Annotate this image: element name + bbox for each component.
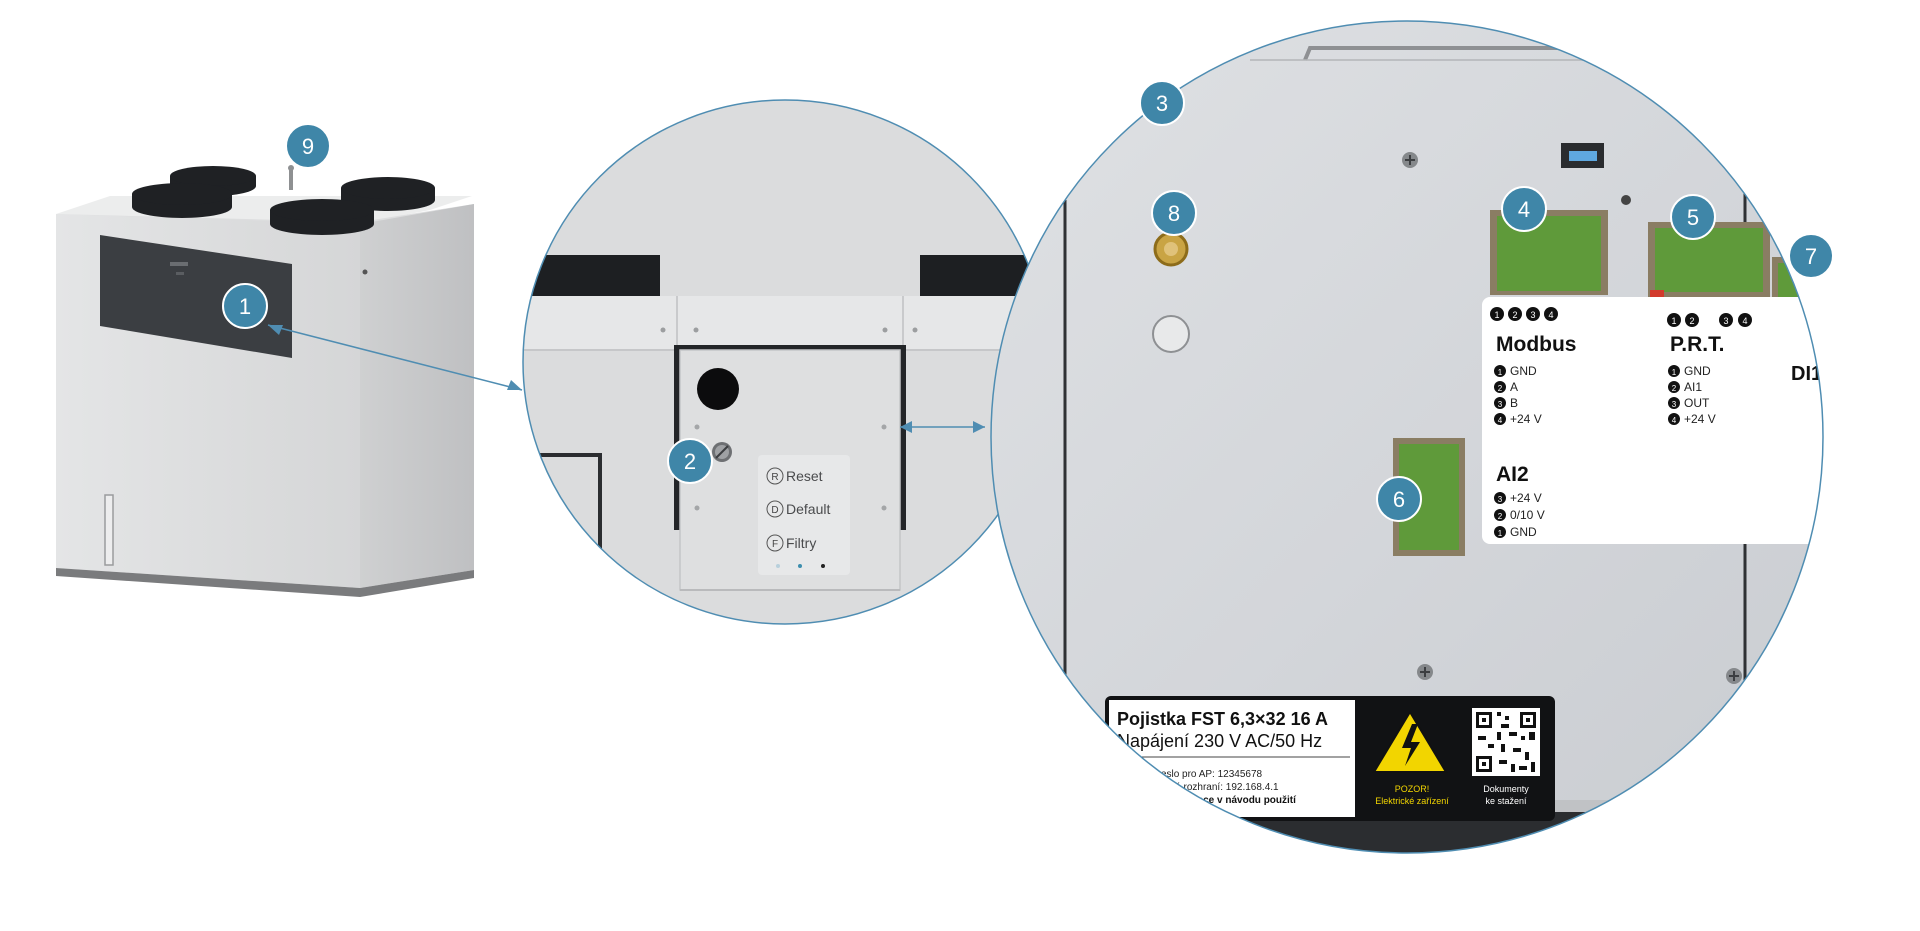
callout-5: 5: [1670, 194, 1716, 240]
svg-text:2: 2: [1498, 384, 1503, 393]
svg-text:3: 3: [1156, 91, 1168, 116]
callout-4: 4: [1501, 186, 1547, 232]
reset-label: Reset: [786, 468, 823, 484]
modbus-pin-3: B: [1510, 396, 1518, 410]
cable-gland: [1152, 315, 1190, 353]
warning-triangle-icon: [1372, 710, 1448, 773]
callout-badges: 1 2 3 4 5 6 7 8: [222, 80, 1834, 522]
filters-label: Filtry: [786, 535, 816, 551]
ai2-pin-3: +24 V: [1510, 491, 1542, 505]
ai2-title: AI2: [1496, 463, 1529, 486]
unit-side: [360, 204, 474, 588]
status-leds: [776, 564, 825, 568]
prt-terminal: [1648, 222, 1770, 297]
reset-control[interactable]: R Reset: [766, 467, 823, 485]
port-hole: [697, 368, 739, 410]
connector-arrows: [267, 324, 985, 433]
default-letter: D: [771, 505, 778, 516]
svg-text:6: 6: [1393, 487, 1405, 512]
modbus-title: Modbus: [1496, 333, 1576, 356]
zoom-circle-front: R Reset D Default F Filtry: [522, 99, 1048, 625]
default-control[interactable]: D Default: [766, 500, 830, 518]
prt-pin-1: GND: [1684, 364, 1711, 378]
svg-text:1: 1: [1498, 368, 1503, 377]
modbus-pin-4: +24 V: [1510, 412, 1542, 426]
wiring-label: [1482, 297, 1823, 544]
lightning-icon: [1402, 724, 1420, 766]
svg-text:1: 1: [239, 294, 251, 319]
prt-pins: 1 GND 2 AI1 3 OUT 4 +24 V: [1668, 364, 1716, 426]
svg-text:1: 1: [1498, 529, 1503, 538]
callout-9: 9: [285, 123, 331, 169]
svg-text:2: 2: [1498, 512, 1503, 521]
svg-text:3: 3: [1498, 495, 1503, 504]
duct-collars: [132, 166, 435, 235]
prt-header-1: 1: [1671, 316, 1676, 326]
svg-text:4: 4: [1672, 416, 1677, 425]
power-line: Napájení 230 V AC/50 Hz: [1117, 731, 1322, 751]
modbus-header-numbers: 1 2 3 4: [1490, 307, 1558, 321]
svg-text:4: 4: [1518, 197, 1530, 222]
ai2-pins: 3 +24 V 2 0/10 V 1 GND: [1494, 491, 1545, 539]
prt-header-2: 2: [1689, 316, 1694, 326]
warning-line2: Elektrické zařízení: [1375, 796, 1449, 806]
svg-text:2: 2: [684, 449, 696, 474]
docs-line2: ke stažení: [1485, 796, 1527, 806]
manual-line: Podrobné informace v návodu použití: [1117, 795, 1297, 806]
svg-text:8: 8: [1168, 201, 1180, 226]
svg-text:4: 4: [1498, 416, 1503, 425]
modbus-header-3: 3: [1530, 310, 1535, 320]
ventilation-unit: [56, 165, 474, 597]
svg-text:7: 7: [1805, 244, 1817, 269]
filters-control[interactable]: F Filtry: [766, 534, 816, 552]
modbus-header-1: 1: [1494, 310, 1499, 320]
svg-text:5: 5: [1687, 205, 1699, 230]
default-label: Default: [786, 501, 830, 517]
callout-8: 8: [1151, 190, 1197, 236]
ip-line: IP pro webové rozhraní: 192.168.4.1: [1117, 782, 1279, 793]
warning-line1: POZOR!: [1395, 784, 1430, 794]
modbus-pin-2: A: [1510, 380, 1518, 394]
svg-text:3: 3: [1672, 400, 1677, 409]
callout-1: 1: [222, 283, 268, 329]
svg-text:9: 9: [302, 134, 314, 159]
prt-pin-4: +24 V: [1684, 412, 1716, 426]
screw-icon: [712, 442, 732, 462]
antenna: [289, 168, 293, 190]
prt-header-numbers: 1 2 3 4: [1667, 313, 1752, 327]
callout-2: 2: [667, 438, 713, 484]
ai2-pin-2: 0/10 V: [1510, 508, 1545, 522]
qr-code-icon[interactable]: [1472, 708, 1540, 776]
callout-7: 7: [1788, 233, 1834, 279]
info-plate: Pojistka FST 6,3×32 16 A Napájení 230 V …: [1105, 696, 1555, 821]
unit-slot: [104, 494, 114, 566]
password-line: Výchozí heslo pro AP: 12345678: [1117, 769, 1263, 780]
filters-letter: F: [772, 539, 778, 550]
modbus-pin-1: GND: [1510, 364, 1537, 378]
ai2-pin-1: GND: [1510, 525, 1537, 539]
modbus-header-4: 4: [1548, 310, 1553, 320]
prt-header-3: 3: [1723, 316, 1728, 326]
callout-6: 6: [1376, 476, 1422, 522]
di1-title: DI1: [1791, 363, 1822, 385]
callout-3: 3: [1139, 80, 1185, 126]
docs-line1: Dokumenty: [1483, 784, 1529, 794]
prt-pin-3: OUT: [1684, 396, 1710, 410]
prt-title: P.R.T.: [1670, 333, 1724, 356]
prt-header-4: 4: [1742, 316, 1747, 326]
svg-text:1: 1: [1672, 368, 1677, 377]
svg-text:2: 2: [1672, 384, 1677, 393]
controls-card: [758, 455, 850, 575]
fuse-line: Pojistka FST 6,3×32 16 A: [1117, 709, 1328, 729]
zoom-circle-panel: 1 2 3 4 1 2 3 4 Modbus 1 GND 2 A 3 B: [990, 20, 1824, 854]
prt-pin-2: AI1: [1684, 380, 1702, 394]
modbus-header-2: 2: [1512, 310, 1517, 320]
reset-letter: R: [771, 472, 778, 483]
svg-text:3: 3: [1498, 400, 1503, 409]
modbus-pins: 1 GND 2 A 3 B 4 +24 V: [1494, 364, 1542, 426]
